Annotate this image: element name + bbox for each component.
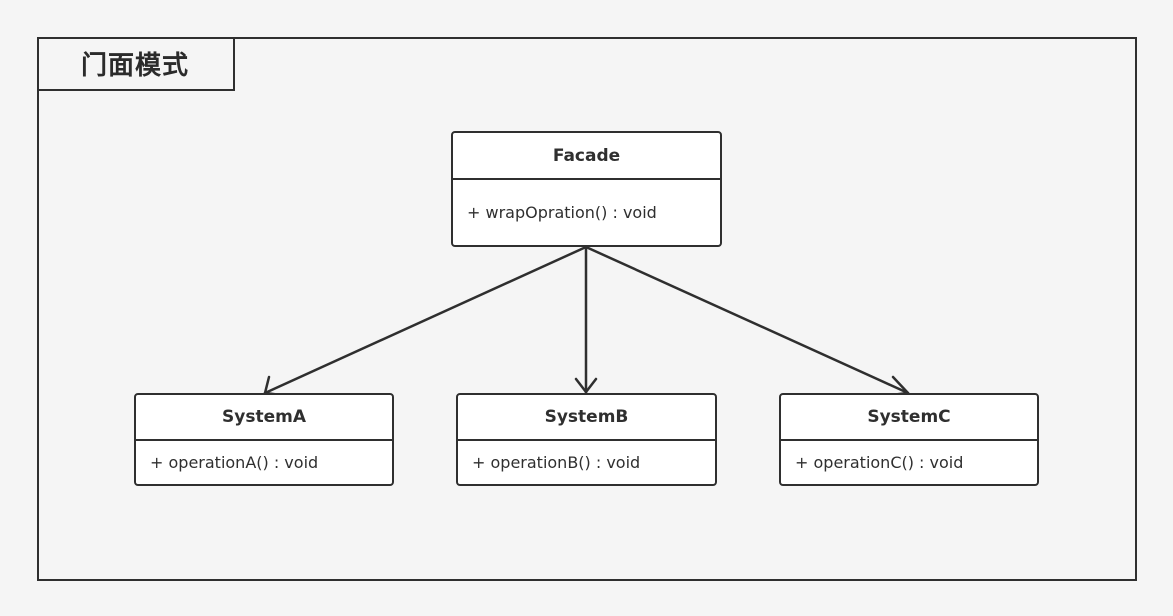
facade-class-name: Facade [453,133,720,180]
system-b-class-name: SystemB [458,395,715,441]
frame-title: 门面模式 [80,50,189,81]
system-c-class[interactable]: SystemC + operationC() : void [779,393,1039,486]
system-c-operation: + operationC() : void [795,453,964,472]
facade-class[interactable]: Facade + wrapOpration() : void [451,131,722,247]
system-c-class-name: SystemC [781,395,1037,441]
system-a-class[interactable]: SystemA + operationA() : void [134,393,394,486]
facade-operation: + wrapOpration() : void [467,203,657,222]
system-a-class-name: SystemA [136,395,392,441]
uml-frame [37,37,1137,581]
system-b-class[interactable]: SystemB + operationB() : void [456,393,717,486]
system-b-operation: + operationB() : void [472,453,641,472]
system-a-operation: + operationA() : void [150,453,319,472]
frame-title-tab [37,37,235,91]
